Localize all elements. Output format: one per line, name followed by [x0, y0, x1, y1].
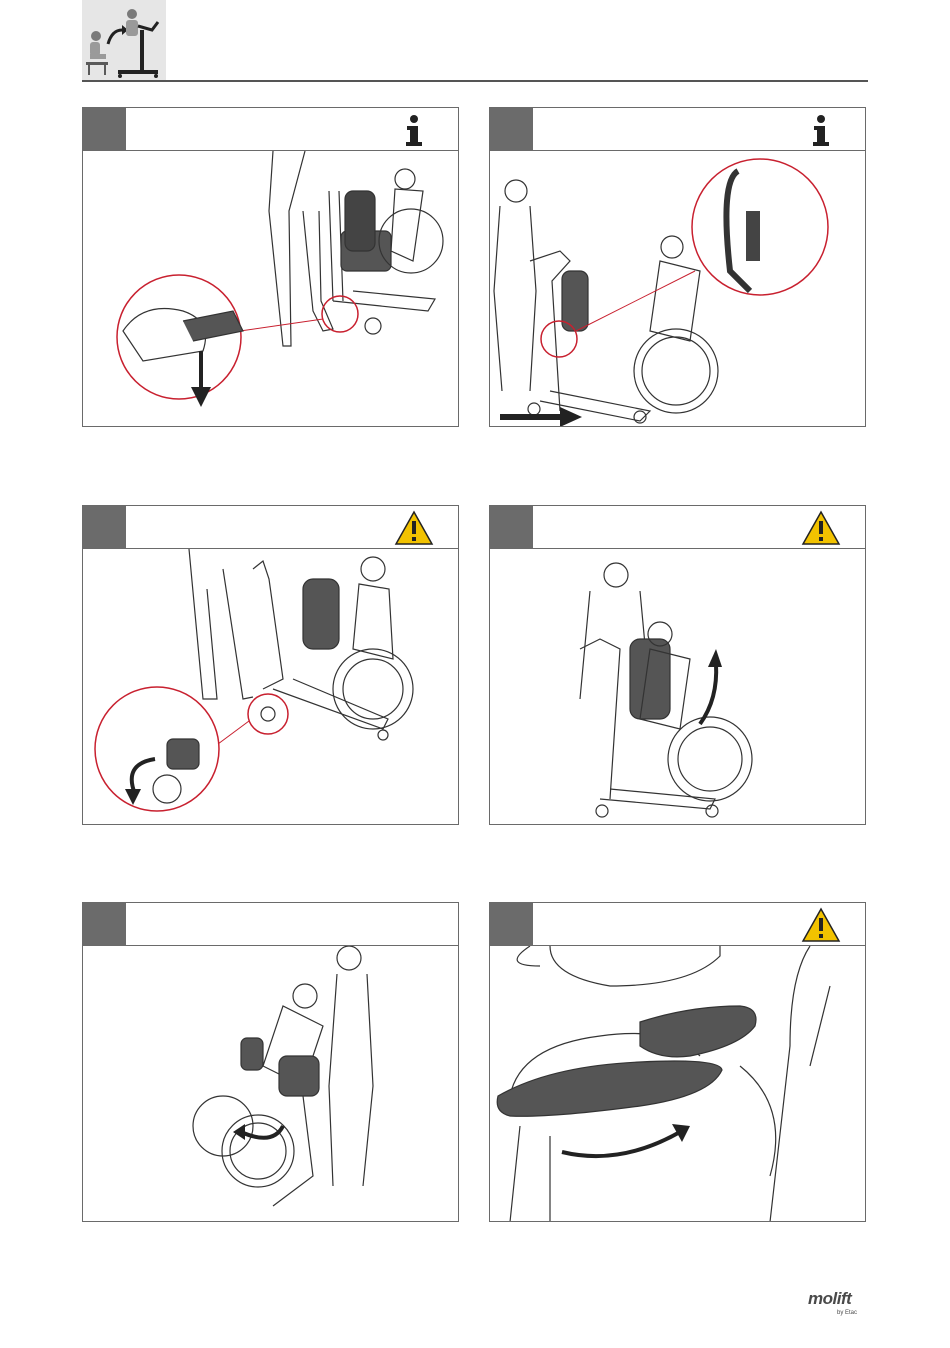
brand-name: molift [808, 1289, 868, 1309]
warning-icon [801, 510, 841, 546]
step-number-box [83, 108, 126, 150]
illustration-turn-seat [83, 946, 459, 1222]
illustration-lock-wheels [83, 549, 459, 825]
illustration-lift-backrest [490, 549, 866, 825]
step-number-box [83, 903, 126, 945]
warning-icon [801, 907, 841, 943]
info-icon [394, 112, 434, 148]
panel-header [490, 108, 865, 151]
header-divider [82, 80, 868, 82]
step-panel-2 [489, 107, 866, 427]
step-number-box [490, 506, 533, 548]
step-number-box [83, 506, 126, 548]
panel-header [83, 506, 458, 549]
panel-header [490, 903, 865, 946]
panel-header [490, 506, 865, 549]
step-panel-1 [82, 107, 459, 427]
step-number-box [490, 903, 533, 945]
warning-icon [394, 510, 434, 546]
step-number-box [490, 108, 533, 150]
panel-header [83, 108, 458, 151]
step-panel-3 [82, 505, 459, 825]
panel-header [83, 903, 458, 946]
brand-tagline: by Etac [837, 1310, 857, 1316]
illustration-brake-pedal [83, 151, 459, 427]
header-transfer-icon [82, 0, 166, 80]
step-panel-6 [489, 902, 866, 1222]
step-panel-4 [489, 505, 866, 825]
step-panel-5 [82, 902, 459, 1222]
illustration-knee-pad-closeup [490, 946, 866, 1222]
brand-logo: molift by Etac [808, 1289, 868, 1309]
illustration-approach-wheelchair [490, 151, 866, 427]
info-icon [801, 112, 841, 148]
